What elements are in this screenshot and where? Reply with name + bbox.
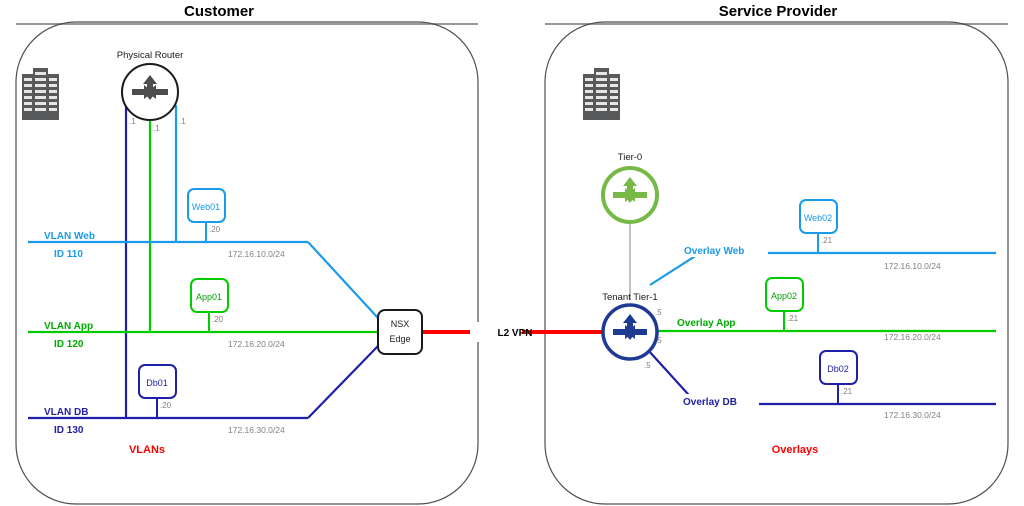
overlay-app-name-bg [675,315,761,329]
vm-app02-label: App02 [771,291,797,301]
overlay-web-uplink [649,252,701,286]
vlans-zone-label: VLANs [129,444,165,456]
tier1-router-icon[interactable] [601,303,659,361]
overlay-web-name-bg [682,243,768,257]
vm-db01-label: Db01 [146,378,168,388]
vm-web01-label: Web01 [192,202,220,212]
overlay-app-name: Overlay App [677,318,736,329]
left-panel-title: Customer [184,3,254,20]
tier0-router-icon[interactable] [601,166,659,224]
vlan-db-uplink [307,345,379,419]
vlan-web-subnet: 172.16.10.0/24 [228,249,285,259]
l2vpn-label-bg [470,322,522,342]
vlan-web-name: VLAN Web [44,231,95,242]
overlay-web-name: Overlay Web [684,246,744,257]
overlays-zone-label: Overlays [772,444,818,456]
vm-web02[interactable]: Web02 [799,199,838,234]
nsx-edge-node[interactable]: NSX Edge [377,309,423,355]
nsx-edge-line1: NSX [391,319,410,329]
nsx-edge-line2: Edge [389,334,410,344]
vlan-db-subnet: 172.16.30.0/24 [228,425,285,435]
vm-web01-ip: .20 [209,225,221,234]
vlan-db-id: ID 130 [54,425,84,436]
overlay-app-subnet: 172.16.20.0/24 [884,332,941,342]
vlan-app-subnet: 172.16.20.0/24 [228,339,285,349]
tier1-label: Tenant Tier-1 [602,292,657,303]
tier1-ip-db: .5 [644,361,651,370]
physical-router-icon[interactable] [121,63,179,121]
vm-db02-ip: .21 [841,387,853,396]
router-ip-app: .1 [153,124,160,133]
vm-app02[interactable]: App02 [765,277,804,312]
overlay-web-subnet: 172.16.10.0/24 [884,261,941,271]
router-ip-web: .1 [179,117,186,126]
datacenter-icon [583,68,620,120]
vm-db02-label: Db02 [827,364,849,374]
vm-web02-label: Web02 [804,213,832,223]
tier0-label: Tier-0 [618,152,642,163]
l2vpn-label: L2 VPN [497,328,532,339]
vm-app01-ip: .20 [212,315,224,324]
vm-app02-ip: .21 [787,314,799,323]
tier1-ip-app: .5 [655,336,662,345]
vlan-db-name: VLAN DB [44,407,88,418]
overlay-db-name-bg [681,394,759,408]
provider-panel [544,21,1009,505]
vm-db02[interactable]: Db02 [819,350,858,385]
vm-db01-ip: .20 [160,401,172,410]
tier1-ip-web: .5 [655,308,662,317]
vlan-app-id: ID 120 [54,339,84,350]
vm-db01[interactable]: Db01 [138,364,177,399]
physical-router-label: Physical Router [117,50,184,61]
vm-app01-label: App01 [196,292,222,302]
router-ip-db: .1 [129,117,136,126]
datacenter-icon [22,68,59,120]
customer-panel [15,21,479,505]
overlay-db-name: Overlay DB [683,397,737,408]
overlay-db-subnet: 172.16.30.0/24 [884,410,941,420]
vlan-app-name: VLAN App [44,321,93,332]
vm-web01[interactable]: Web01 [187,188,226,223]
vm-app01[interactable]: App01 [190,278,229,313]
vlan-web-id: ID 110 [54,249,83,260]
vlan-web-uplink [307,241,379,319]
right-panel-title: Service Provider [719,3,838,20]
vm-web02-ip: .21 [821,236,833,245]
